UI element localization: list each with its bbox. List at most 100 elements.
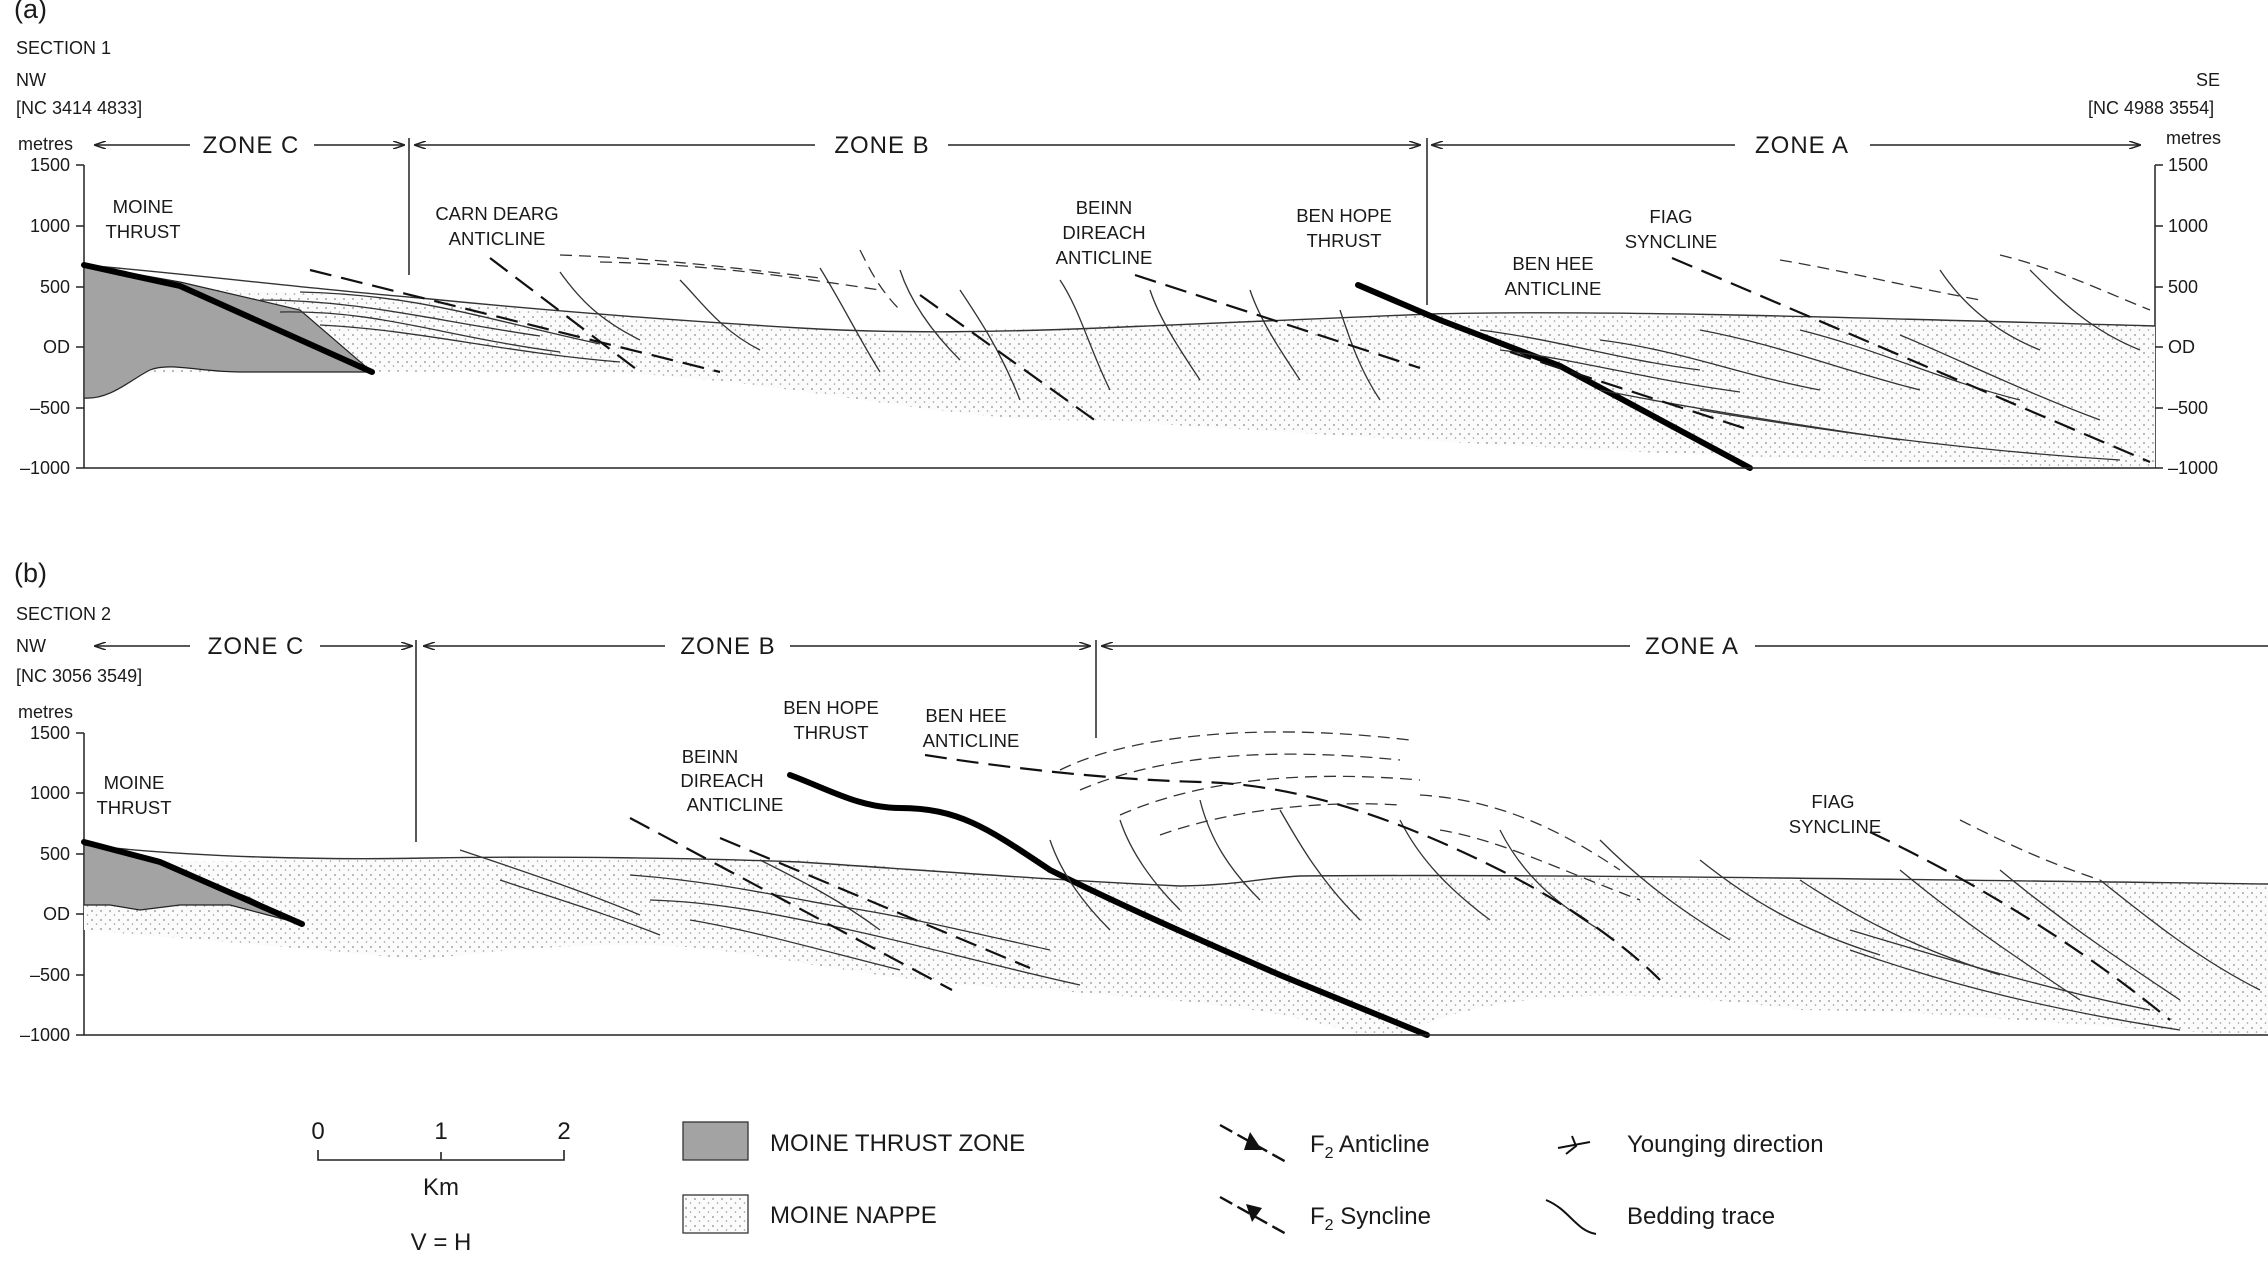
section-2-ben-hope-thrust: [787, 772, 1430, 1038]
section-1-zone-c: ZONE C: [203, 132, 300, 159]
label-ben-hope-1b: THRUST: [1306, 230, 1381, 251]
section-1-fold-axes: [309, 256, 2151, 464]
section-1-right-axis: [2154, 164, 2163, 469]
tick-1500: 1500: [30, 155, 70, 175]
panel-a-letter: (a): [14, 0, 47, 24]
f2-syncline-icon: [1219, 1195, 1289, 1237]
tick-minus-500-b: –500: [30, 965, 70, 985]
moine-thrust-zone-label: MOINE THRUST ZONE: [770, 1130, 1025, 1157]
tick-1000-right: 1000: [2168, 216, 2208, 236]
section-1-structure-labels: MOINE THRUST CARN DEARG ANTICLINE BEINN …: [105, 196, 1717, 299]
label-fiag-2a: FIAG: [1811, 791, 1854, 812]
section-2-structure-labels: MOINE THRUST BEINN DIREACH ANTICLINE BEN…: [96, 697, 1881, 837]
label-fiag-1a: FIAG: [1649, 206, 1692, 227]
legend: 0 1 2 Km V = H MOINE THRUST ZONE MOINE N…: [311, 1118, 1823, 1256]
section-2-zone-c: ZONE C: [208, 633, 305, 660]
section-2-zone-arrows: [95, 640, 2268, 842]
scale-tick-1: 1: [434, 1118, 447, 1145]
section-1-bedding-traces: [259, 267, 2141, 461]
section-1-units-right: metres: [2166, 128, 2221, 148]
tick-500-right: 500: [2168, 277, 2198, 297]
section-2-left-tick-labels: 1500 1000 500 OD –500 –1000: [20, 723, 70, 1045]
label-beinn-direach-1c: ANTICLINE: [1056, 247, 1153, 268]
label-ben-hee-2b: ANTICLINE: [923, 730, 1020, 751]
bedding-trace-icon: [1545, 1199, 1597, 1235]
section-1-left-axis: [76, 164, 85, 469]
tick-1500-b: 1500: [30, 723, 70, 743]
section-1-units-left: metres: [18, 134, 73, 154]
label-moine-thrust-2b: THRUST: [96, 797, 171, 818]
section-1-geology: [81, 249, 2156, 471]
label-ben-hope-2b: THRUST: [793, 722, 868, 743]
section-2-fold-axes: [629, 753, 2171, 1021]
section-1-moine-thrust-zone: [83, 264, 374, 399]
moine-nappe-label: MOINE NAPPE: [770, 1202, 937, 1229]
panel-b-letter: (b): [14, 558, 47, 588]
label-moine-thrust-1a: MOINE: [113, 196, 174, 217]
section-1-nw-grid-ref: [NC 3414 4833]: [16, 98, 142, 118]
label-fiag-1b: SYNCLINE: [1625, 231, 1718, 252]
tick-minus-1000: –1000: [20, 458, 70, 478]
label-carn-dearg-1b: ANTICLINE: [449, 228, 546, 249]
tick-minus-500: –500: [30, 398, 70, 418]
section-1-zone-a: ZONE A: [1755, 132, 1849, 159]
label-ben-hee-1a: BEN HEE: [1512, 253, 1593, 274]
tick-500: 500: [40, 277, 70, 297]
section-2-topography: [83, 844, 2268, 887]
section-1-moine-thrust: [81, 262, 375, 375]
f2-syncline-label: F2 Syncline: [1310, 1203, 1431, 1234]
younging-direction-icon: [1557, 1135, 1591, 1155]
label-beinn-direach-2a: BEINN: [682, 746, 739, 767]
label-carn-dearg-1a: CARN DEARG: [435, 203, 558, 224]
younging-direction-label: Younging direction: [1627, 1131, 1824, 1158]
section-1-nw-label: NW: [16, 70, 46, 90]
tick-minus-1000-b: –1000: [20, 1025, 70, 1045]
section-2-nw-label: NW: [16, 636, 46, 656]
section-1-ben-hope-thrust: [1355, 282, 1753, 471]
label-beinn-direach-1a: BEINN: [1076, 197, 1133, 218]
tick-od-b: OD: [43, 904, 70, 924]
section-1-right-tick-labels: 1500 1000 500 OD –500 –1000: [2168, 155, 2218, 478]
section-1-zone-arrows: [95, 138, 2140, 305]
tick-1000: 1000: [30, 216, 70, 236]
bedding-trace-label: Bedding trace: [1627, 1203, 1775, 1230]
section-1-left-tick-labels: 1500 1000 500 OD –500 –1000: [20, 155, 70, 478]
section-1-title: SECTION 1: [16, 38, 111, 58]
moine-thrust-zone-swatch: [682, 1121, 749, 1161]
tick-minus-1000-right: –1000: [2168, 458, 2218, 478]
tick-1000-b: 1000: [30, 783, 70, 803]
label-fiag-2b: SYNCLINE: [1789, 816, 1882, 837]
scale-tick-0: 0: [311, 1118, 324, 1145]
section-1-moine-nappe: [84, 289, 2155, 468]
section-2-dashed-bedding: [1059, 731, 2101, 901]
label-ben-hee-1b: ANTICLINE: [1505, 278, 1602, 299]
label-ben-hope-2a: BEN HOPE: [783, 697, 879, 718]
section-1-topography: [83, 264, 2156, 333]
section-2-panel: (b) SECTION 2 NW [NC 3056 3549] metres Z…: [14, 558, 2268, 1045]
scale-tick-2: 2: [557, 1118, 570, 1145]
scale-bar: 0 1 2 Km V = H: [311, 1118, 570, 1256]
f2-anticline-icon: [1219, 1123, 1289, 1165]
section-2-bedding-traces: [459, 799, 2261, 1031]
tick-od-right: OD: [2168, 337, 2195, 357]
section-2-zone-a: ZONE A: [1645, 633, 1739, 660]
section-2-units: metres: [18, 702, 73, 722]
section-2-moine-nappe: [84, 857, 2268, 1035]
section-2-zone-b: ZONE B: [680, 633, 775, 660]
section-1-zone-b: ZONE B: [834, 132, 929, 159]
label-moine-thrust-1b: THRUST: [105, 221, 180, 242]
label-beinn-direach-1b: DIREACH: [1062, 222, 1145, 243]
tick-minus-500-right: –500: [2168, 398, 2208, 418]
label-moine-thrust-2a: MOINE: [104, 772, 165, 793]
section-1-panel: (a) SECTION 1 NW [NC 3414 4833] SE [NC 4…: [14, 0, 2221, 478]
f2-anticline-label: F2 Anticline: [1310, 1131, 1430, 1162]
label-ben-hope-1a: BEN HOPE: [1296, 205, 1392, 226]
section-2-nw-grid-ref: [NC 3056 3549]: [16, 666, 142, 686]
section-1-dashed-bedding: [559, 249, 2151, 311]
section-2-moine-thrust: [81, 839, 305, 927]
tick-od: OD: [43, 337, 70, 357]
section-1-se-grid-ref: [NC 4988 3554]: [2088, 98, 2214, 118]
moine-nappe-swatch: [682, 1194, 749, 1234]
tick-500-b: 500: [40, 844, 70, 864]
